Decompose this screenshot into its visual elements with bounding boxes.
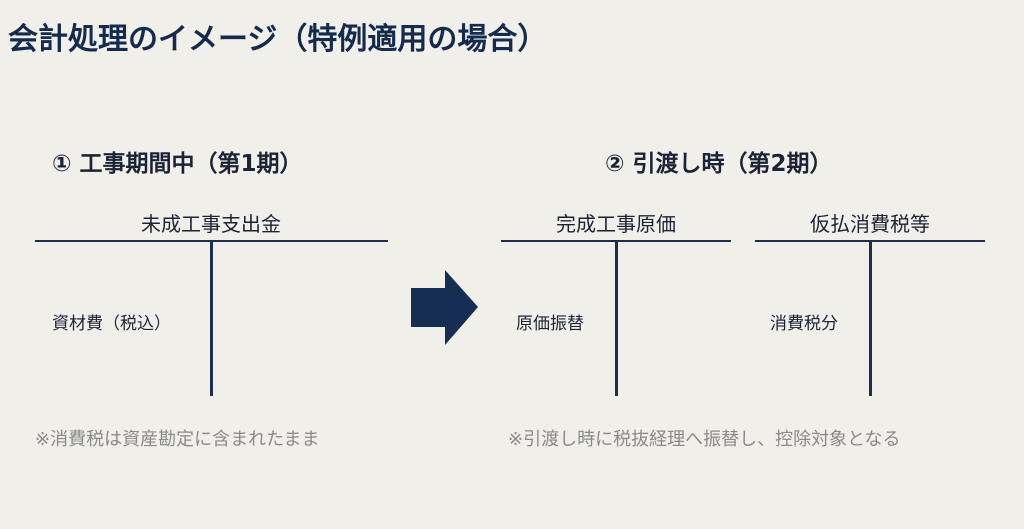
t-account-top-line xyxy=(755,240,985,242)
right-arrow-icon xyxy=(411,270,478,345)
account-name: 完成工事原価 xyxy=(556,212,676,236)
left-note: ※消費税は資産勘定に含まれたまま xyxy=(35,429,320,450)
t-account-center-line xyxy=(869,242,872,396)
account-name: 仮払消費税等 xyxy=(810,212,930,236)
account-name: 未成工事支出金 xyxy=(141,212,281,236)
section-heading-during-construction: ① 工事期間中（第1期） xyxy=(52,151,303,177)
debit-entry: 資材費（税込） xyxy=(52,314,171,334)
page-title: 会計処理のイメージ（特例適用の場合） xyxy=(8,22,548,57)
debit-entry: 原価振替 xyxy=(516,314,584,334)
t-account-center-line xyxy=(210,242,213,396)
right-note: ※引渡し時に税抜経理へ振替し、控除対象となる xyxy=(508,429,901,450)
section-heading-delivery: ② 引渡し時（第2期） xyxy=(605,151,833,177)
debit-entry: 消費税分 xyxy=(770,314,838,334)
t-account-top-line xyxy=(35,240,388,242)
t-account-top-line xyxy=(501,240,731,242)
t-account-center-line xyxy=(615,242,618,396)
